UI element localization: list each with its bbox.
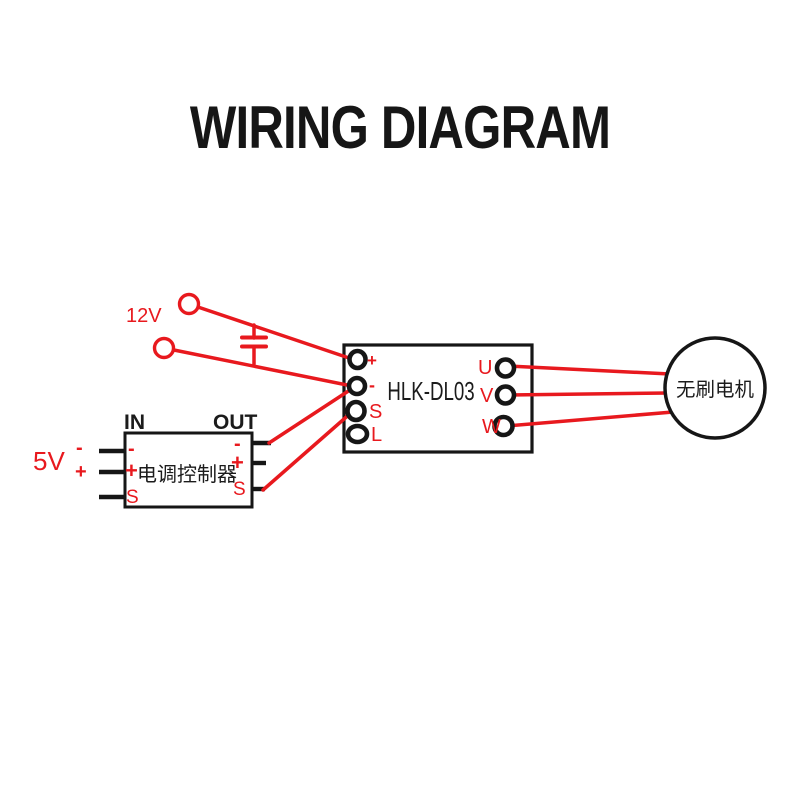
- driver-pin-w-label: W: [482, 416, 501, 438]
- motor: 无刷电机: [663, 336, 767, 440]
- esc-out-pin-plus-label: +: [231, 450, 244, 475]
- driver-pin-u: [494, 357, 517, 379]
- page-title: WIRING DIAGRAM: [190, 93, 610, 161]
- supply-5v: 5V - +: [33, 437, 87, 483]
- capacitor: [240, 323, 268, 366]
- driver-pin-signal-label: S: [369, 401, 382, 423]
- esc-in-pin-minus-label: -: [128, 438, 135, 460]
- wires: [162, 302, 675, 492]
- wire-phase-w: [504, 410, 675, 428]
- driver-pin-l: [345, 423, 370, 445]
- motor-name: 无刷电机: [676, 379, 755, 401]
- driver-module: HLK-DL03 + - S L U V W: [345, 348, 517, 446]
- driver-pin-u-label: U: [478, 357, 492, 379]
- wire-12v-negative: [162, 346, 354, 388]
- driver-pin-v: [494, 384, 517, 406]
- esc-in-pin-plus-label: +: [125, 458, 138, 483]
- terminal-12v-positive: [177, 292, 201, 316]
- wire-12v-positive: [187, 302, 354, 361]
- driver-pin-l-label: L: [371, 424, 382, 446]
- driver-pin-w: [492, 414, 515, 438]
- driver-pin-minus-label: -: [369, 375, 375, 395]
- driver-pin-v-label: V: [480, 385, 494, 407]
- esc-in-pin-signal-label: S: [126, 487, 139, 508]
- driver-pin-signal: [345, 399, 367, 423]
- label-12v: 12V: [126, 305, 162, 327]
- driver-pin-plus: [347, 348, 368, 371]
- terminal-12v-negative: [152, 336, 176, 360]
- supply-12v: 12V: [126, 292, 201, 360]
- esc-out-label: OUT: [213, 411, 258, 434]
- wire-esc-minus-to-driver: [267, 386, 355, 445]
- motor-circle: [663, 336, 767, 440]
- driver-pin-minus: [346, 375, 368, 397]
- wire-esc-signal-to-driver: [261, 410, 354, 492]
- esc-out-pin-signal-label: S: [233, 479, 246, 500]
- driver-pin-plus-label: +: [367, 351, 377, 370]
- esc-in-label: IN: [124, 411, 145, 434]
- wire-phase-u: [505, 364, 672, 376]
- esc-controller: IN OUT 电调控制器 - + S - + S: [99, 411, 271, 509]
- label-5v-plus: +: [75, 461, 87, 483]
- esc-name: 电调控制器: [137, 463, 237, 486]
- driver-name: HLK-DL03: [387, 376, 474, 406]
- wire-phase-v: [505, 391, 670, 397]
- label-5v: 5V: [33, 446, 65, 476]
- esc-out-pin-minus-label: -: [234, 433, 241, 455]
- label-5v-minus: -: [76, 437, 83, 459]
